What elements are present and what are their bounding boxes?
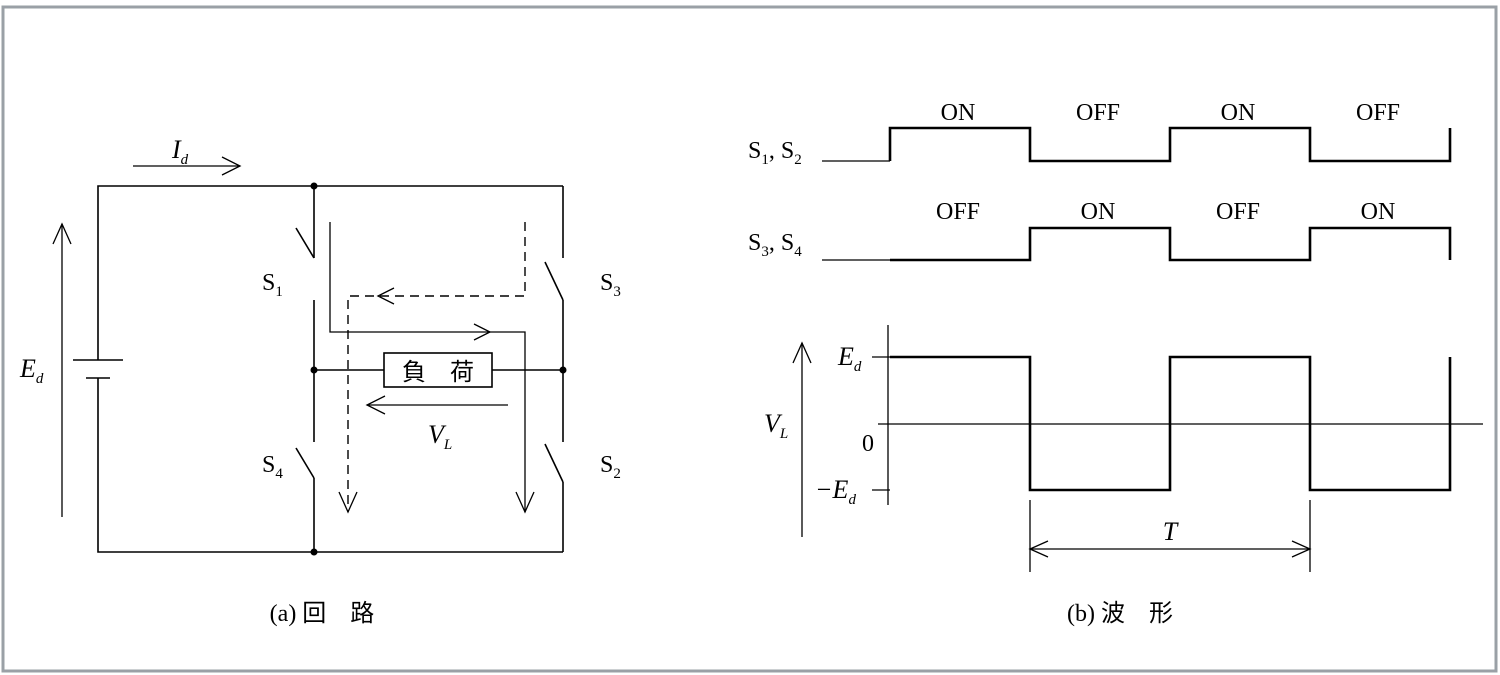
- switch-s3-label: S3: [600, 270, 621, 300]
- row2-state-2: ON: [1081, 199, 1116, 225]
- row1-state-3: ON: [1221, 100, 1256, 126]
- vl-neg-label: −Ed: [815, 475, 856, 508]
- waveform-diagram: S1, S2 ON OFF ON OFF S3, S4 OFF ON OFF O…: [748, 100, 1483, 627]
- current-path-s1-s2-end-arrow: [515, 491, 535, 514]
- row1-state-4: OFF: [1356, 100, 1400, 126]
- switch-s4-label: S4: [262, 452, 283, 482]
- junction-right-load: [559, 366, 567, 374]
- vl-pos-label: Ed: [837, 342, 862, 375]
- current-arrowhead: [221, 156, 242, 176]
- vl-axis-label: VL: [764, 409, 788, 442]
- row1-state-1: ON: [941, 100, 976, 126]
- current-path-s3-s4: [347, 222, 526, 512]
- source-voltage-label: Ed: [19, 354, 44, 387]
- circuit-diagram: Ed Id S1 S3 S4 S2 負 荷 VL (a) 回 路: [19, 135, 621, 627]
- wire-top-left: [97, 185, 314, 360]
- period-left-arrowhead: [1028, 540, 1049, 558]
- row2-state-1: OFF: [936, 199, 980, 225]
- junction-left-load: [310, 366, 318, 374]
- junction-top: [310, 182, 318, 190]
- switch-s1-blade: [295, 227, 315, 259]
- switch-s2-blade: [544, 443, 564, 483]
- period-right-arrowhead: [1291, 540, 1312, 558]
- row2-signal: [890, 226, 1452, 262]
- figure-frame: [1, 5, 1498, 673]
- vl-zero-label: 0: [862, 431, 874, 457]
- current-path-s1-s2-arrow: [473, 323, 492, 341]
- current-label: Id: [171, 135, 189, 168]
- source-voltage-arrowhead: [52, 222, 72, 245]
- switch-s3-blade: [544, 261, 564, 301]
- junction-bottom: [310, 548, 318, 556]
- load-label: 負 荷: [402, 359, 474, 386]
- row2-label: S3, S4: [748, 230, 802, 260]
- load-voltage-label: VL: [428, 420, 452, 453]
- switch-s2-label: S2: [600, 452, 621, 482]
- vl-waveform: [890, 355, 1452, 492]
- current-path-s1-s2: [329, 222, 526, 512]
- row2-state-4: ON: [1361, 199, 1396, 225]
- waveform-caption: (b) 波 形: [1067, 600, 1173, 627]
- vl-axis-arrowhead: [792, 341, 812, 364]
- switch-s4-blade: [295, 447, 315, 479]
- switch-s1-label: S1: [262, 270, 283, 300]
- row1-signal: [888, 126, 1452, 163]
- row1-state-2: OFF: [1076, 100, 1120, 126]
- row1-label: S1, S2: [748, 138, 802, 168]
- load-voltage-arrowhead: [365, 395, 386, 415]
- wire-bottom-left: [97, 378, 314, 553]
- current-path-s3-s4-end-arrow: [338, 491, 358, 514]
- row2-state-3: OFF: [1216, 199, 1260, 225]
- circuit-caption: (a) 回 路: [270, 600, 375, 627]
- current-path-s3-s4-arrow: [376, 287, 395, 305]
- period-label: T: [1163, 517, 1179, 546]
